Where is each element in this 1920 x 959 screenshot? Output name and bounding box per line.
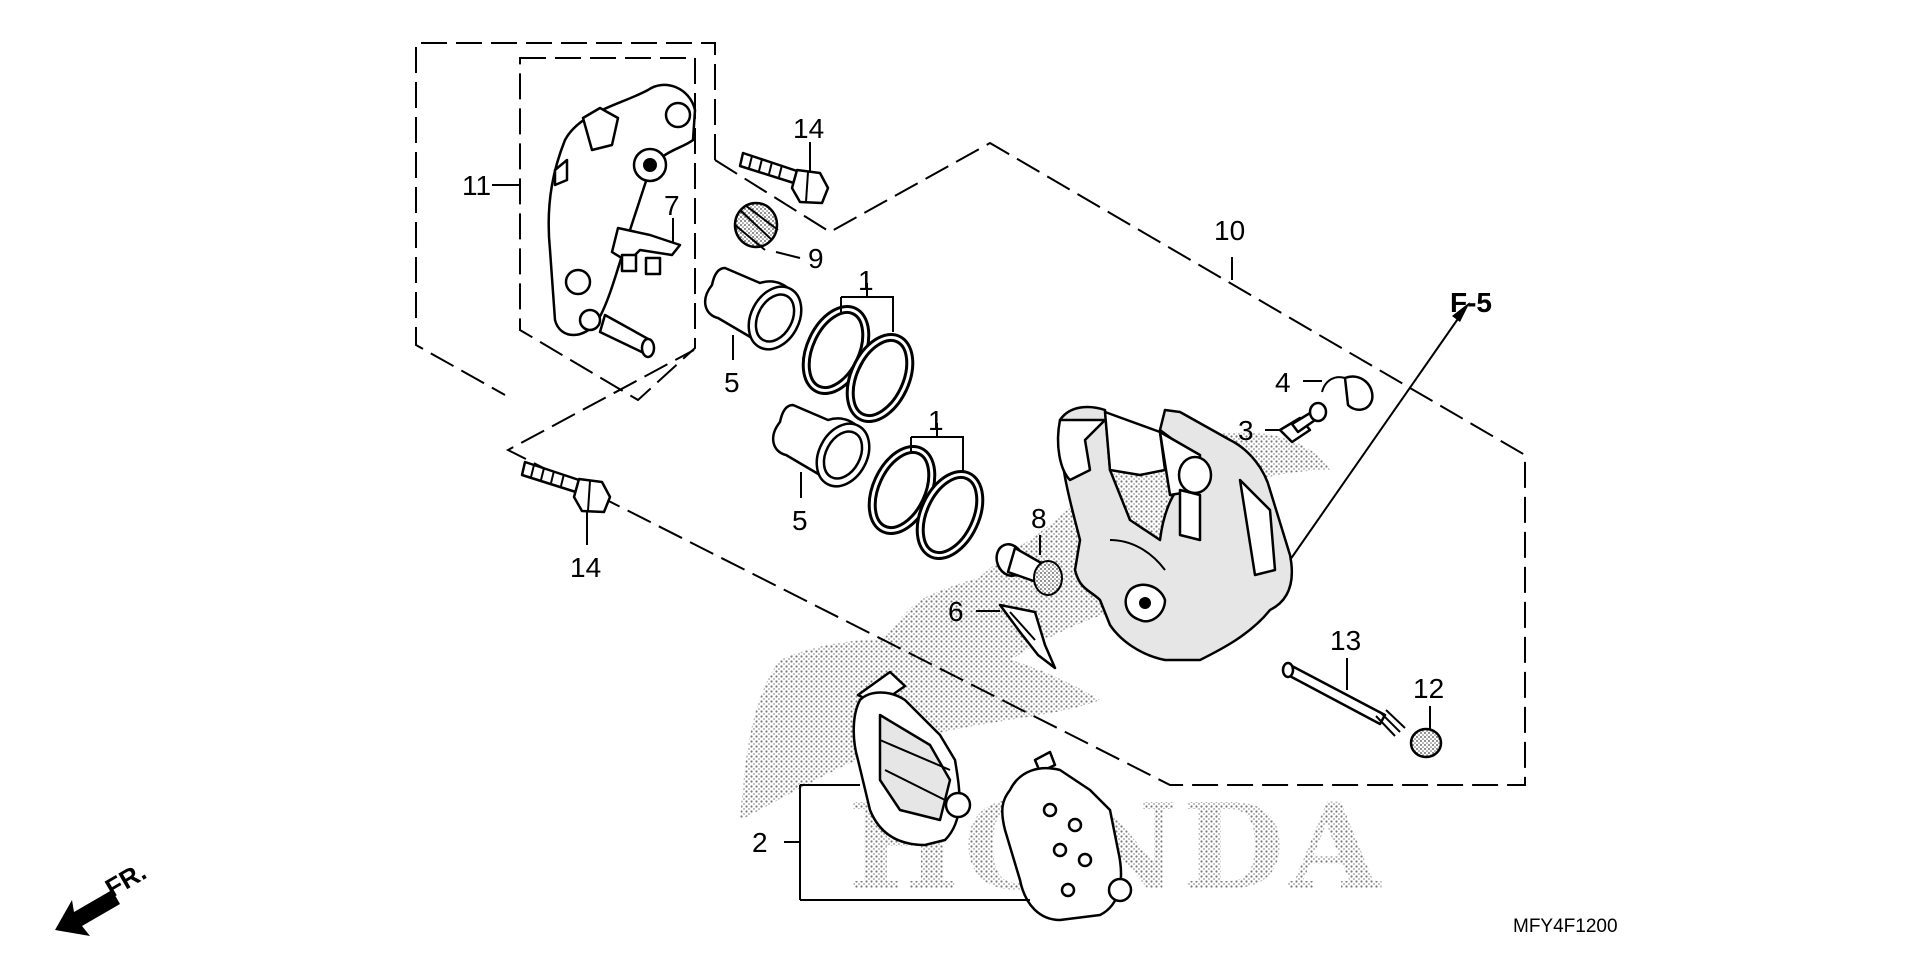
piston-seals-part-1-upper (801, 305, 915, 423)
callout-12: 12 (1413, 673, 1444, 704)
bolt-part-14-upper (738, 151, 830, 205)
leader-lines (492, 142, 1431, 901)
assembly-outline-10 (505, 141, 1526, 786)
assembly-outline-11-inner (519, 57, 696, 402)
brake-pads-part-2 (852, 670, 1133, 922)
caliper-body-part-10 (1056, 405, 1294, 662)
pin-bolt-part-8 (995, 543, 1063, 596)
pad-pin-part-13 (1281, 661, 1406, 737)
front-direction-arrow-icon (55, 890, 120, 936)
callout-3: 3 (1238, 415, 1254, 446)
callout-6: 6 (948, 596, 964, 627)
piston-part-5-upper (703, 266, 803, 351)
bleeder-cap-part-4 (1321, 375, 1374, 411)
callout-9: 9 (808, 243, 824, 274)
callout-13: 13 (1330, 625, 1361, 656)
callout-11: 11 (462, 170, 491, 201)
callout-14-lower: 14 (570, 552, 601, 583)
pad-retainer-part-6 (998, 603, 1057, 670)
plug-part-12 (1409, 727, 1443, 759)
callout-2: 2 (752, 827, 768, 858)
callout-5-upper: 5 (724, 367, 740, 398)
assembly-outline-11-outer (415, 42, 716, 396)
piston-part-5-lower (771, 403, 871, 488)
callout-7: 7 (664, 190, 680, 221)
callout-1-upper: 1 (858, 265, 874, 296)
reference-label: F-5 (1450, 287, 1492, 318)
callout-14-upper: 14 (793, 113, 824, 144)
bolt-part-14-lower (520, 460, 612, 514)
diagram-part-code: MFY4F1200 (1513, 916, 1618, 937)
callout-4: 4 (1275, 367, 1291, 398)
reference-arrow (1289, 302, 1470, 561)
boot-part-9 (733, 201, 779, 251)
callout-8: 8 (1031, 503, 1047, 534)
callout-5-lower: 5 (792, 505, 808, 536)
piston-seals-part-1-lower (867, 445, 985, 560)
callout-1-lower: 1 (928, 405, 944, 436)
caliper-bracket-part-11 (547, 83, 697, 359)
bleeder-valve-part-3 (1278, 401, 1328, 444)
pad-spring-part-7 (610, 226, 682, 276)
callout-10: 10 (1214, 215, 1245, 246)
